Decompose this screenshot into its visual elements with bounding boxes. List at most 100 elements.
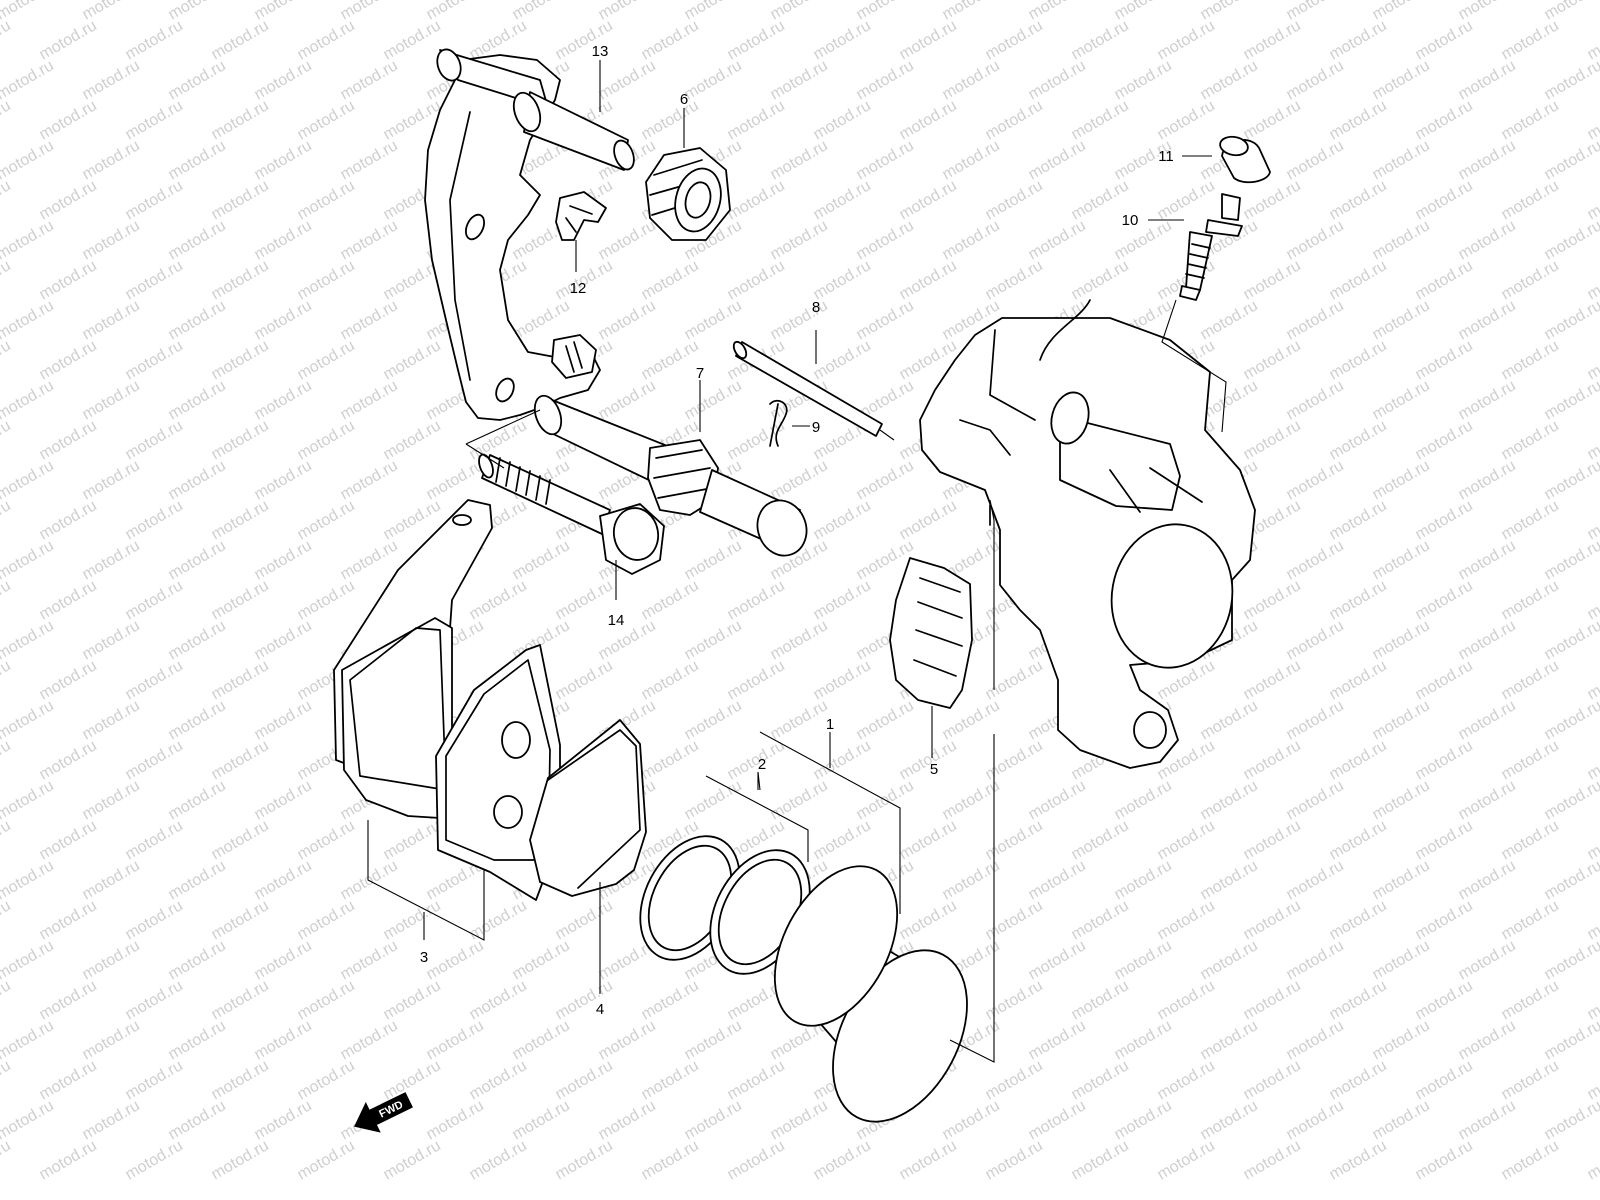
callout-4: 4	[596, 1001, 604, 1018]
watermark-text: motod.ru	[811, 497, 874, 543]
watermark-text: motod.ru	[1370, 137, 1433, 183]
watermark-text: motod.ru	[295, 177, 358, 223]
watermark-text: motod.ru	[1585, 497, 1600, 543]
watermark-text: motod.ru	[811, 577, 874, 623]
watermark-text: motod.ru	[1327, 337, 1390, 383]
callout-8: 8	[812, 299, 820, 316]
watermark-text: motod.ru	[682, 1097, 745, 1143]
watermark-text: motod.ru	[166, 937, 229, 983]
watermark-text: motod.ru	[1413, 1057, 1476, 1103]
watermark-text: motod.ru	[80, 297, 143, 343]
watermark-text: motod.ru	[1499, 337, 1562, 383]
watermark-text: motod.ru	[1585, 737, 1600, 783]
spring-clip-12	[555, 191, 607, 241]
watermark-text: motod.ru	[1542, 617, 1600, 663]
watermark-text: motod.ru	[80, 57, 143, 103]
watermark-text: motod.ru	[639, 1137, 702, 1183]
watermark-text: motod.ru	[1241, 97, 1304, 143]
watermark-text: motod.ru	[123, 1137, 186, 1183]
watermark-text: motod.ru	[381, 417, 444, 463]
watermark-text: motod.ru	[897, 497, 960, 543]
watermark-text: motod.ru	[1284, 137, 1347, 183]
watermark-text: motod.ru	[1413, 257, 1476, 303]
watermark-text: motod.ru	[1499, 97, 1562, 143]
watermark-text: motod.ru	[0, 137, 57, 183]
watermark-text: motod.ru	[1413, 817, 1476, 863]
watermark-text: motod.ru	[37, 577, 100, 623]
watermark-text: motod.ru	[639, 97, 702, 143]
watermark-text: motod.ru	[811, 657, 874, 703]
watermark-text: motod.ru	[553, 1057, 616, 1103]
watermark-text: motod.ru	[0, 937, 57, 983]
watermark-text: motod.ru	[295, 417, 358, 463]
pad-spring-5	[889, 557, 973, 709]
watermark-text: motod.ru	[1499, 977, 1562, 1023]
watermark-text: motod.ru	[1198, 697, 1261, 743]
watermark-text: motod.ru	[37, 97, 100, 143]
watermark-text: motod.ru	[1413, 977, 1476, 1023]
watermark-text: motod.ru	[0, 497, 14, 543]
watermark-text: motod.ru	[983, 17, 1046, 63]
watermark-text: motod.ru	[983, 897, 1046, 943]
watermark-text: motod.ru	[252, 617, 315, 663]
watermark-text: motod.ru	[1112, 857, 1175, 903]
watermark-text: motod.ru	[1585, 897, 1600, 943]
watermark-text: motod.ru	[1413, 737, 1476, 783]
watermark-text: motod.ru	[37, 177, 100, 223]
watermark-text: motod.ru	[1456, 617, 1519, 663]
watermark-text: motod.ru	[1155, 977, 1218, 1023]
callout-14: 14	[608, 612, 625, 629]
watermark-text: motod.ru	[1284, 697, 1347, 743]
watermark-text: motod.ru	[252, 297, 315, 343]
watermark-text: motod.ru	[1370, 217, 1433, 263]
watermark-text: motod.ru	[1026, 137, 1089, 183]
watermark-text: motod.ru	[166, 617, 229, 663]
watermark-text: motod.ru	[1370, 1017, 1433, 1063]
watermark-text: motod.ru	[639, 737, 702, 783]
watermark-text: motod.ru	[1284, 57, 1347, 103]
watermark-text: motod.ru	[682, 777, 745, 823]
watermark-text: motod.ru	[1069, 97, 1132, 143]
watermark-text: motod.ru	[940, 217, 1003, 263]
watermark-text: motod.ru	[166, 457, 229, 503]
watermark-text: motod.ru	[1370, 537, 1433, 583]
watermark-text: motod.ru	[123, 417, 186, 463]
watermark-text: motod.ru	[1585, 1137, 1600, 1183]
watermark-text: motod.ru	[209, 337, 272, 383]
watermark-text: motod.ru	[381, 1137, 444, 1183]
watermark-text: motod.ru	[0, 257, 14, 303]
watermark-text: motod.ru	[768, 777, 831, 823]
bleeder-valve-10	[1179, 193, 1243, 301]
watermark-text: motod.ru	[1413, 337, 1476, 383]
watermark-text: motod.ru	[37, 417, 100, 463]
watermark-text: motod.ru	[209, 177, 272, 223]
watermark-text: motod.ru	[682, 697, 745, 743]
watermark-text: motod.ru	[424, 1097, 487, 1143]
watermark-text: motod.ru	[940, 857, 1003, 903]
watermark-text: motod.ru	[80, 1017, 143, 1063]
watermark-text: motod.ru	[209, 897, 272, 943]
watermark-text: motod.ru	[682, 297, 745, 343]
callout-2: 2	[758, 756, 766, 773]
watermark-text: motod.ru	[209, 817, 272, 863]
watermark-text: motod.ru	[1456, 217, 1519, 263]
watermark-text: motod.ru	[0, 457, 57, 503]
watermark-text: motod.ru	[80, 377, 143, 423]
watermark-text: motod.ru	[1155, 17, 1218, 63]
watermark-text: motod.ru	[424, 937, 487, 983]
watermark-text: motod.ru	[123, 497, 186, 543]
watermark-text: motod.ru	[768, 697, 831, 743]
watermark-text: motod.ru	[338, 1017, 401, 1063]
watermark-text: motod.ru	[467, 417, 530, 463]
watermark-text: motod.ru	[1198, 937, 1261, 983]
watermark-text: motod.ru	[725, 657, 788, 703]
watermark-text: motod.ru	[1456, 1097, 1519, 1143]
watermark-text: motod.ru	[1327, 577, 1390, 623]
watermark-text: motod.ru	[639, 977, 702, 1023]
watermark-text: motod.ru	[252, 1017, 315, 1063]
watermark-text: motod.ru	[1413, 897, 1476, 943]
watermark-text: motod.ru	[123, 257, 186, 303]
watermark-text: motod.ru	[1327, 1137, 1390, 1183]
watermark-text: motod.ru	[1284, 537, 1347, 583]
dust-boot-6	[645, 147, 731, 241]
